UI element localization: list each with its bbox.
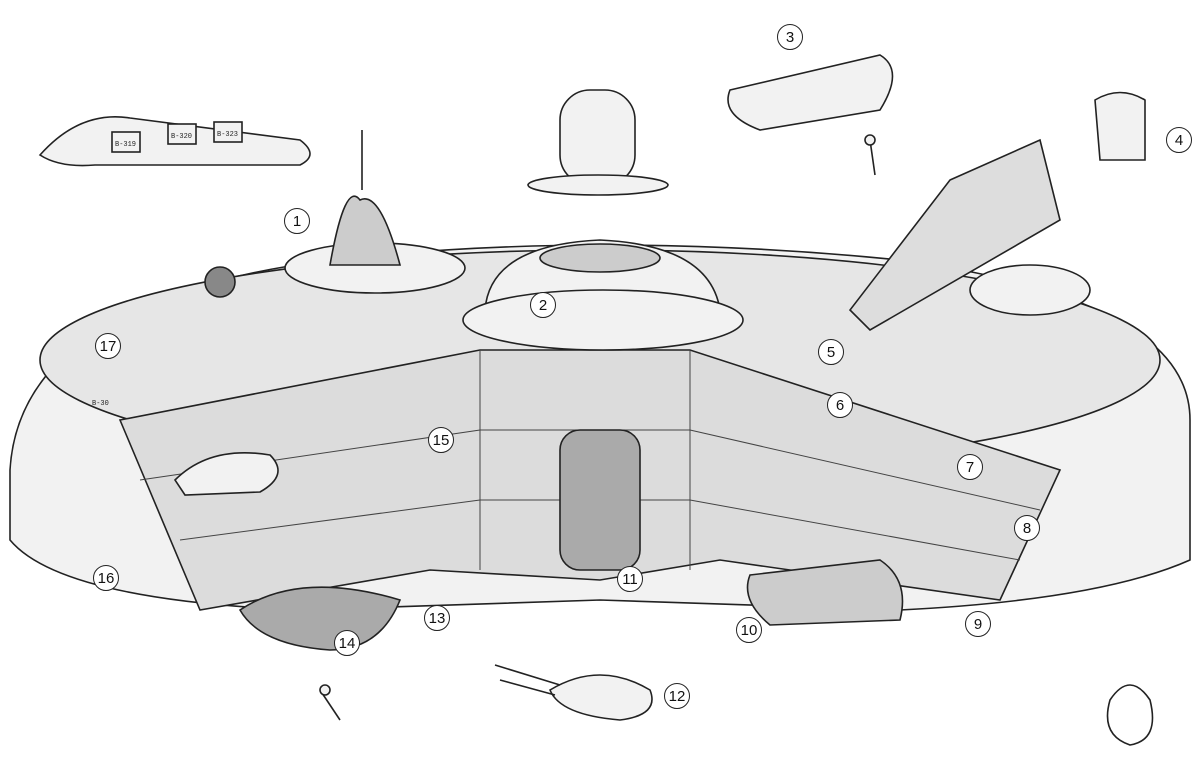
callout-7: 7 [957,454,983,480]
reactor-core [559,429,641,571]
callout-3: 3 [777,24,803,50]
hover-car [173,452,279,496]
callout-11: 11 [617,566,643,592]
callout-14: 14 [334,630,360,656]
callout-6: 6 [827,392,853,418]
floating-barrel [204,266,236,298]
docked-shuttle [746,559,904,626]
callout-4: 4 [1166,127,1192,153]
turret-beam [848,138,1061,332]
callout-12: 12 [664,683,690,709]
satellite-dish [969,264,1091,316]
crate-label: B-320 [171,133,192,141]
callout-16: 16 [93,565,119,591]
callout-9: 9 [965,611,991,637]
callout-13: 13 [424,605,450,631]
pod-module [559,89,636,186]
robot [1094,91,1146,161]
mascot-signature [1106,684,1154,746]
callout-8: 8 [1014,515,1040,541]
escape-pods [238,586,402,651]
callout-1: 1 [284,208,310,234]
small-fighter [549,674,653,721]
callout-10: 10 [736,617,762,643]
crate-label: B-30 [92,400,109,408]
crate-label: B-319 [115,141,136,149]
callout-15: 15 [428,427,454,453]
crate-label: B-323 [217,131,238,139]
callout-5: 5 [818,339,844,365]
tug-ship [727,54,894,131]
callout-2: 2 [530,292,556,318]
callout-17: 17 [95,333,121,359]
